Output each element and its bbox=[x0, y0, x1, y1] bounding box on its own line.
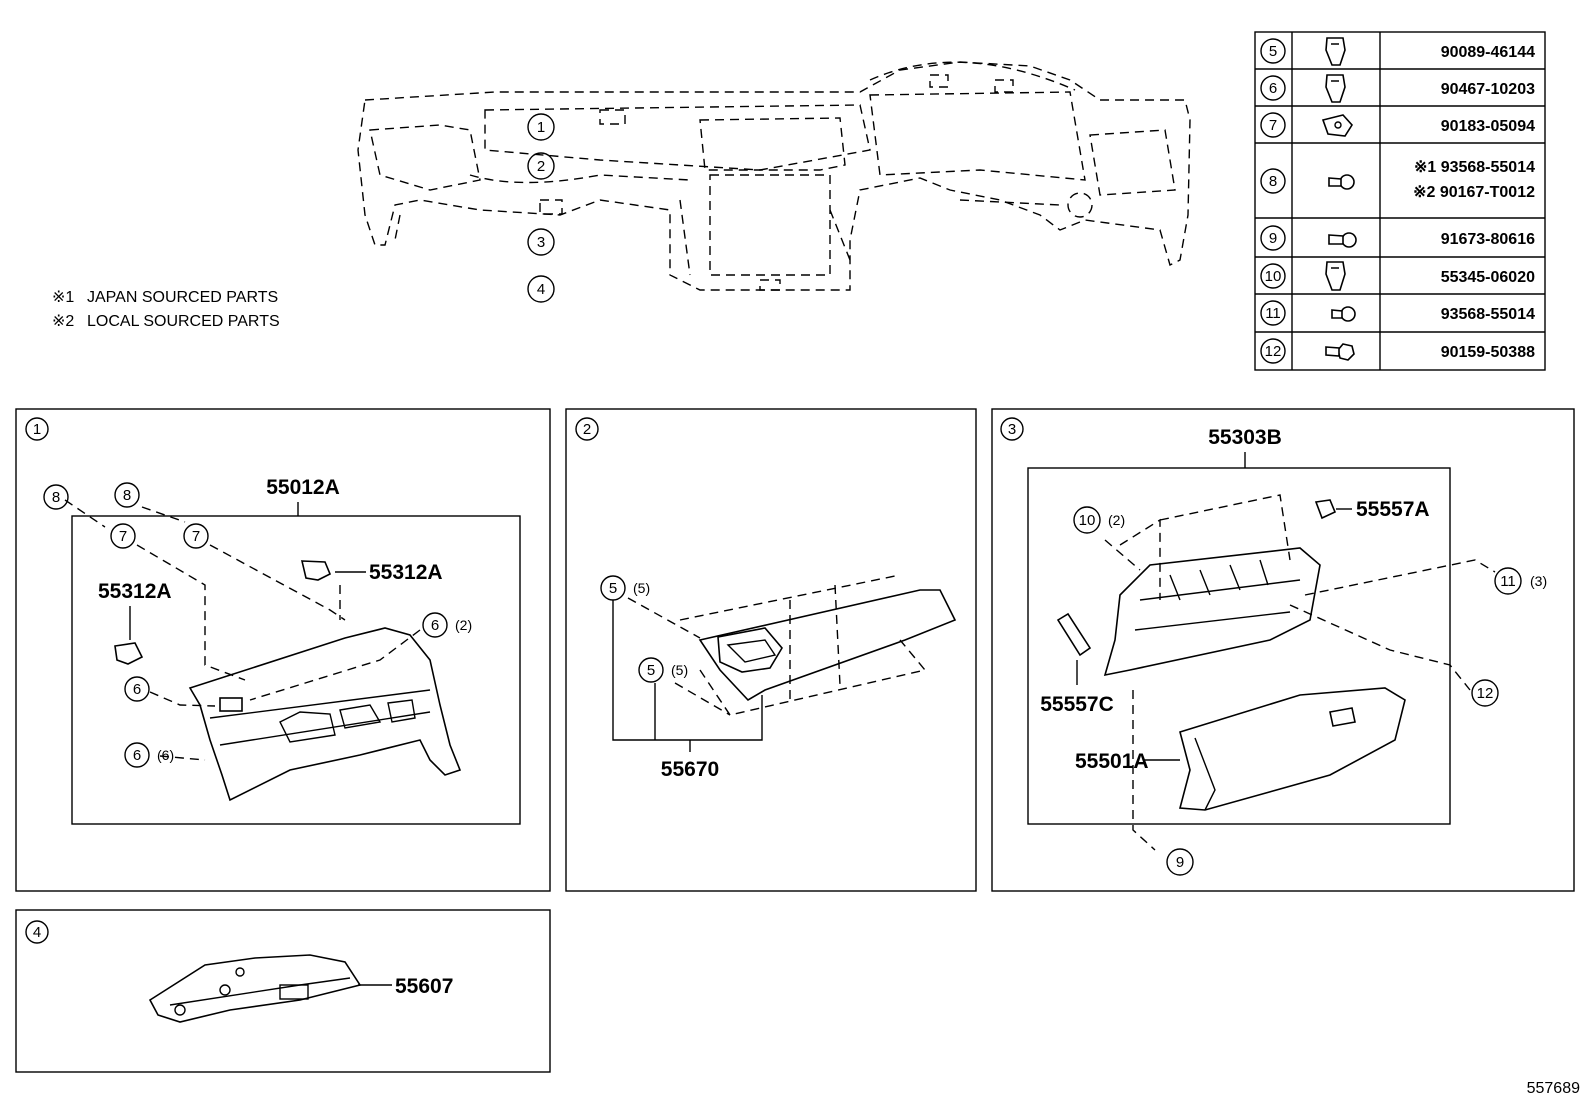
callout-p1-6a-qty: (2) bbox=[455, 617, 472, 633]
panel-4: 4 55607 bbox=[15, 909, 551, 1073]
screw-icon bbox=[1328, 232, 1357, 248]
nut-clip-icon bbox=[1321, 114, 1354, 137]
callout-p3-11-qty: (3) bbox=[1530, 573, 1547, 589]
overview-callouts: 1 2 3 4 bbox=[527, 113, 555, 303]
panel-1-label: 1 bbox=[33, 421, 41, 438]
part-55012A: 55012A bbox=[266, 476, 340, 499]
callout-p3-9: 9 bbox=[1176, 854, 1184, 871]
panel-2-label: 2 bbox=[583, 421, 591, 438]
table-partno-9: 91673-80616 bbox=[1441, 231, 1535, 248]
callout-circle bbox=[527, 152, 555, 180]
dashboard-overview bbox=[357, 61, 1191, 291]
note-1-mark: ※1 bbox=[52, 289, 74, 306]
callout-p3-12: 12 bbox=[1477, 685, 1494, 702]
table-ref-12: 12 bbox=[1265, 343, 1282, 360]
callout-p3-11: 11 bbox=[1500, 573, 1516, 590]
callout-p2-5b: 5 bbox=[647, 662, 655, 679]
part-55312A-top: 55312A bbox=[369, 561, 443, 584]
panel-3-label: 3 bbox=[1008, 421, 1016, 438]
callout-p1-6c: 6 bbox=[133, 747, 141, 764]
overview-callout-4: 4 bbox=[537, 281, 545, 298]
part-55312A-left: 55312A bbox=[98, 580, 172, 603]
table-partno-10: 55345-06020 bbox=[1441, 269, 1535, 286]
note-2-mark: ※2 bbox=[52, 313, 74, 330]
diagram-id: 557689 bbox=[1527, 1080, 1580, 1097]
table-partno-12: 90159-50388 bbox=[1441, 344, 1535, 361]
panel-3: 3 55303B 55557A 55557C 55501A 10 (2) bbox=[991, 408, 1575, 892]
callout-p1-8a: 8 bbox=[52, 489, 60, 506]
callout-p2-5b-qty: (5) bbox=[671, 662, 688, 678]
table-partno-5: 90089-46144 bbox=[1441, 44, 1535, 61]
callout-circle bbox=[527, 228, 555, 256]
table-partno-8a: ※1 93568-55014 bbox=[1414, 159, 1535, 176]
clip-icon bbox=[1325, 261, 1346, 291]
table-ref-6: 6 bbox=[1269, 80, 1277, 97]
callout-p3-10-qty: (2) bbox=[1108, 512, 1125, 528]
note-2-text: LOCAL SOURCED PARTS bbox=[87, 313, 280, 330]
screw-icon bbox=[1328, 174, 1355, 190]
sourcing-notes: ※1 JAPAN SOURCED PARTS ※2 LOCAL SOURCED … bbox=[52, 289, 280, 330]
callout-p1-6b: 6 bbox=[133, 681, 141, 698]
part-55557C: 55557C bbox=[1040, 693, 1114, 716]
panel-2: 2 55670 5 (5) 5 (5) bbox=[565, 408, 977, 892]
clip-icon bbox=[1325, 37, 1346, 66]
panel-4-label: 4 bbox=[33, 924, 41, 941]
callout-p1-8b: 8 bbox=[123, 487, 131, 504]
part-55670: 55670 bbox=[661, 758, 719, 781]
callout-p3-10: 10 bbox=[1079, 512, 1096, 529]
table-ref-5: 5 bbox=[1269, 43, 1277, 60]
callout-p1-6a: 6 bbox=[431, 617, 439, 634]
table-ref-8: 8 bbox=[1269, 173, 1277, 190]
screw-icon bbox=[1331, 306, 1356, 322]
table-partno-7: 90183-05094 bbox=[1441, 118, 1535, 135]
table-ref-10: 10 bbox=[1265, 268, 1282, 285]
part-55607: 55607 bbox=[395, 975, 453, 998]
overview-callout-3: 3 bbox=[537, 234, 545, 251]
callout-p2-5a: 5 bbox=[609, 580, 617, 597]
callout-circle bbox=[527, 113, 555, 141]
overview-callout-2: 2 bbox=[537, 158, 545, 175]
callout-p1-7b: 7 bbox=[192, 528, 200, 545]
part-55557A: 55557A bbox=[1356, 498, 1430, 521]
table-ref-7: 7 bbox=[1269, 117, 1277, 134]
note-1-text: JAPAN SOURCED PARTS bbox=[87, 289, 278, 306]
clip-icon bbox=[1325, 74, 1346, 103]
part-55303B: 55303B bbox=[1208, 426, 1282, 449]
callout-circle bbox=[527, 275, 555, 303]
callout-p2-5a-qty: (5) bbox=[633, 580, 650, 596]
part-55501A: 55501A bbox=[1075, 750, 1149, 773]
table-ref-9: 9 bbox=[1269, 230, 1277, 247]
table-partno-8b: ※2 90167-T0012 bbox=[1413, 184, 1535, 201]
hex-bolt-icon bbox=[1325, 343, 1355, 361]
overview-callout-1: 1 bbox=[537, 119, 545, 136]
panel-1: 1 55012A 55312A 55312A 8 7 bbox=[15, 408, 551, 892]
table-ref-11: 11 bbox=[1265, 305, 1281, 322]
parts-table: 5 90089-46144 6 90467-10203 7 90183-0509… bbox=[1254, 31, 1546, 371]
callout-p1-6c-qty: (6) bbox=[157, 747, 174, 763]
table-partno-6: 90467-10203 bbox=[1441, 81, 1535, 98]
callout-p1-7a: 7 bbox=[119, 528, 127, 545]
table-partno-11: 93568-55014 bbox=[1441, 306, 1535, 323]
